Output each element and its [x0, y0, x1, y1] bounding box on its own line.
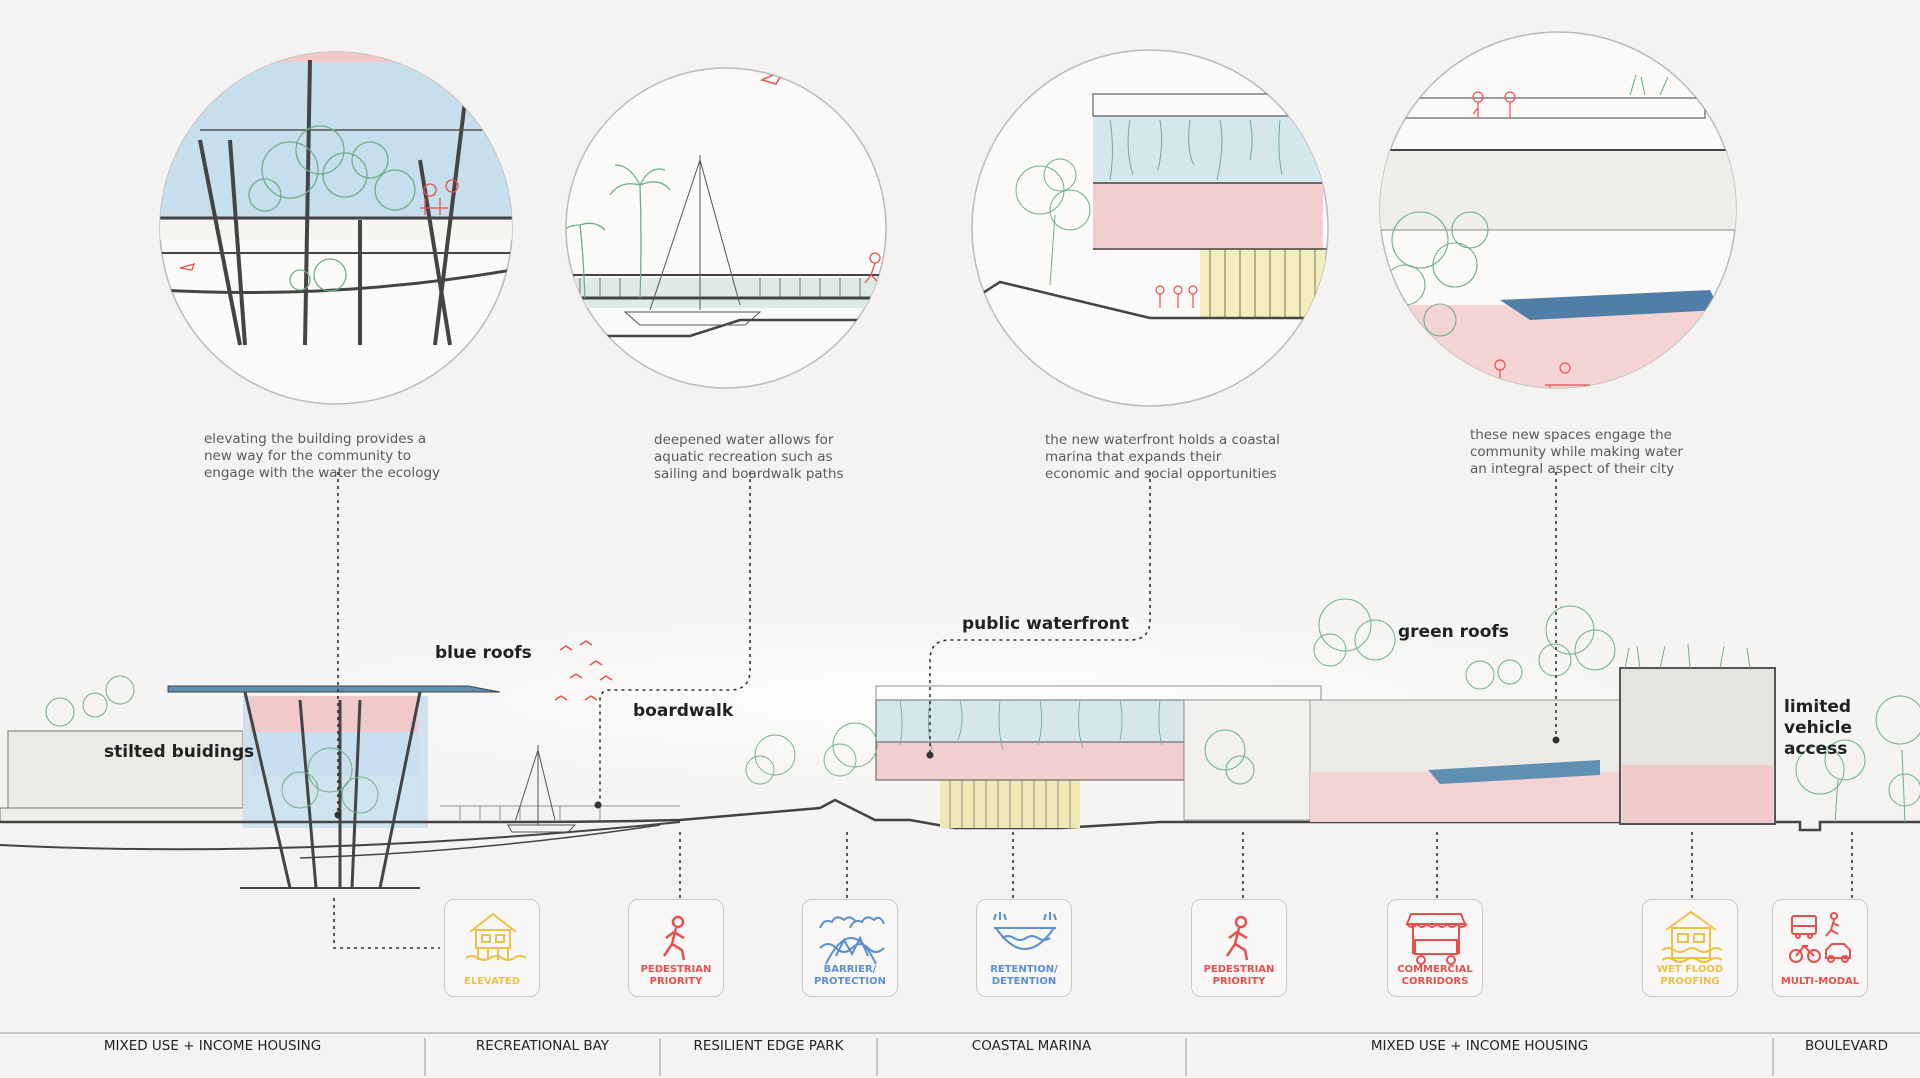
zone-separators: [0, 1032, 1920, 1076]
stilted-buildings: [0, 675, 246, 823]
strategy-label: ELEVATED: [463, 976, 520, 987]
strategy-label: BARRIER/ PROTECTION: [814, 964, 886, 987]
zone-resilient-edge-park: RESILIENT EDGE PARK: [693, 1038, 844, 1054]
zone-recreational-bay: RECREATIONAL BAY: [475, 1038, 610, 1054]
strategy-label: RETENTION/ DETENTION: [990, 964, 1058, 987]
strategy-card-wet-flood-proofing: WET FLOOD PROOFING: [1642, 899, 1738, 997]
strategy-card-pedestrian-priority-2: PEDESTRIAN PRIORITY: [1191, 899, 1287, 997]
label-blue-roofs: blue roofs: [435, 643, 532, 663]
zone-mixed-use-left: MIXED USE + INCOME HOUSING: [103, 1038, 322, 1054]
caption-stilts: elevating the building provides a new wa…: [204, 431, 441, 481]
strategy-label: WET FLOOD PROOFING: [1656, 964, 1724, 987]
retention-icon: [993, 912, 1057, 950]
birds: [554, 640, 613, 701]
zone-mixed-use-right: MIXED USE + INCOME HOUSING: [1370, 1038, 1589, 1054]
boulevard-trees: [1795, 695, 1920, 823]
strategy-card-retention-detention: RETENTION/ DETENTION: [976, 899, 1072, 997]
strategy-card-pedestrian-priority: PEDESTRIAN PRIORITY: [628, 899, 724, 997]
pedestrian-icon: [662, 915, 686, 961]
strategy-label: MULTI-MODAL: [1780, 976, 1860, 987]
leader-dots: [334, 736, 1560, 819]
market-stall-icon: [1405, 913, 1468, 965]
label-public-waterfront: public waterfront: [962, 614, 1129, 634]
detail-circle-stilts: [159, 51, 513, 405]
label-limited-vehicle-access: limited vehicle access: [1784, 697, 1852, 759]
multimodal-icon: [1789, 912, 1851, 963]
detail-circle-marina: [971, 49, 1329, 407]
zone-boulevard: BOULEVARD: [1805, 1038, 1888, 1054]
caption-marina: the new waterfront holds a coastal marin…: [1045, 432, 1280, 482]
mixed-use-housing-right: [1183, 598, 1776, 825]
barrier-icon: [819, 916, 885, 965]
strategy-card-commercial-corridors: COMMERCIAL CORRIDORS: [1387, 899, 1483, 997]
pedestrian-icon: [1225, 915, 1249, 961]
sailboat: [507, 745, 577, 833]
label-boardwalk: boardwalk: [633, 701, 734, 721]
zone-coastal-marina: COASTAL MARINA: [971, 1038, 1092, 1054]
label-green-roofs: green roofs: [1398, 622, 1509, 642]
detail-circle-housing: [1379, 31, 1737, 389]
label-stilted-buildings: stilted buidings: [104, 742, 255, 762]
ground-line: [0, 798, 1920, 832]
water-basin: [0, 821, 681, 851]
detail-circle-boardwalk: [565, 67, 887, 389]
strategy-card-elevated: ELEVATED: [444, 899, 540, 997]
strategy-label: COMMERCIAL CORRIDORS: [1397, 964, 1473, 987]
strategy-card-multi-modal: MULTI-MODAL: [1772, 899, 1868, 997]
blue-roof-building: [167, 685, 501, 889]
elevated-house-icon: [465, 912, 527, 961]
strategy-label: PEDESTRIAN PRIORITY: [640, 964, 712, 987]
marina-building: [745, 685, 1322, 828]
caption-housing: these new spaces engage the community wh…: [1470, 427, 1683, 477]
flood-house-icon: [1661, 910, 1723, 963]
leader-lines: [333, 472, 1853, 949]
boardwalk-railing: [440, 805, 680, 820]
strategy-card-barrier-protection: BARRIER/ PROTECTION: [802, 899, 898, 997]
caption-boardwalk: deepened water allows for aquatic recrea…: [654, 432, 844, 482]
strategy-label: PEDESTRIAN PRIORITY: [1203, 964, 1275, 987]
